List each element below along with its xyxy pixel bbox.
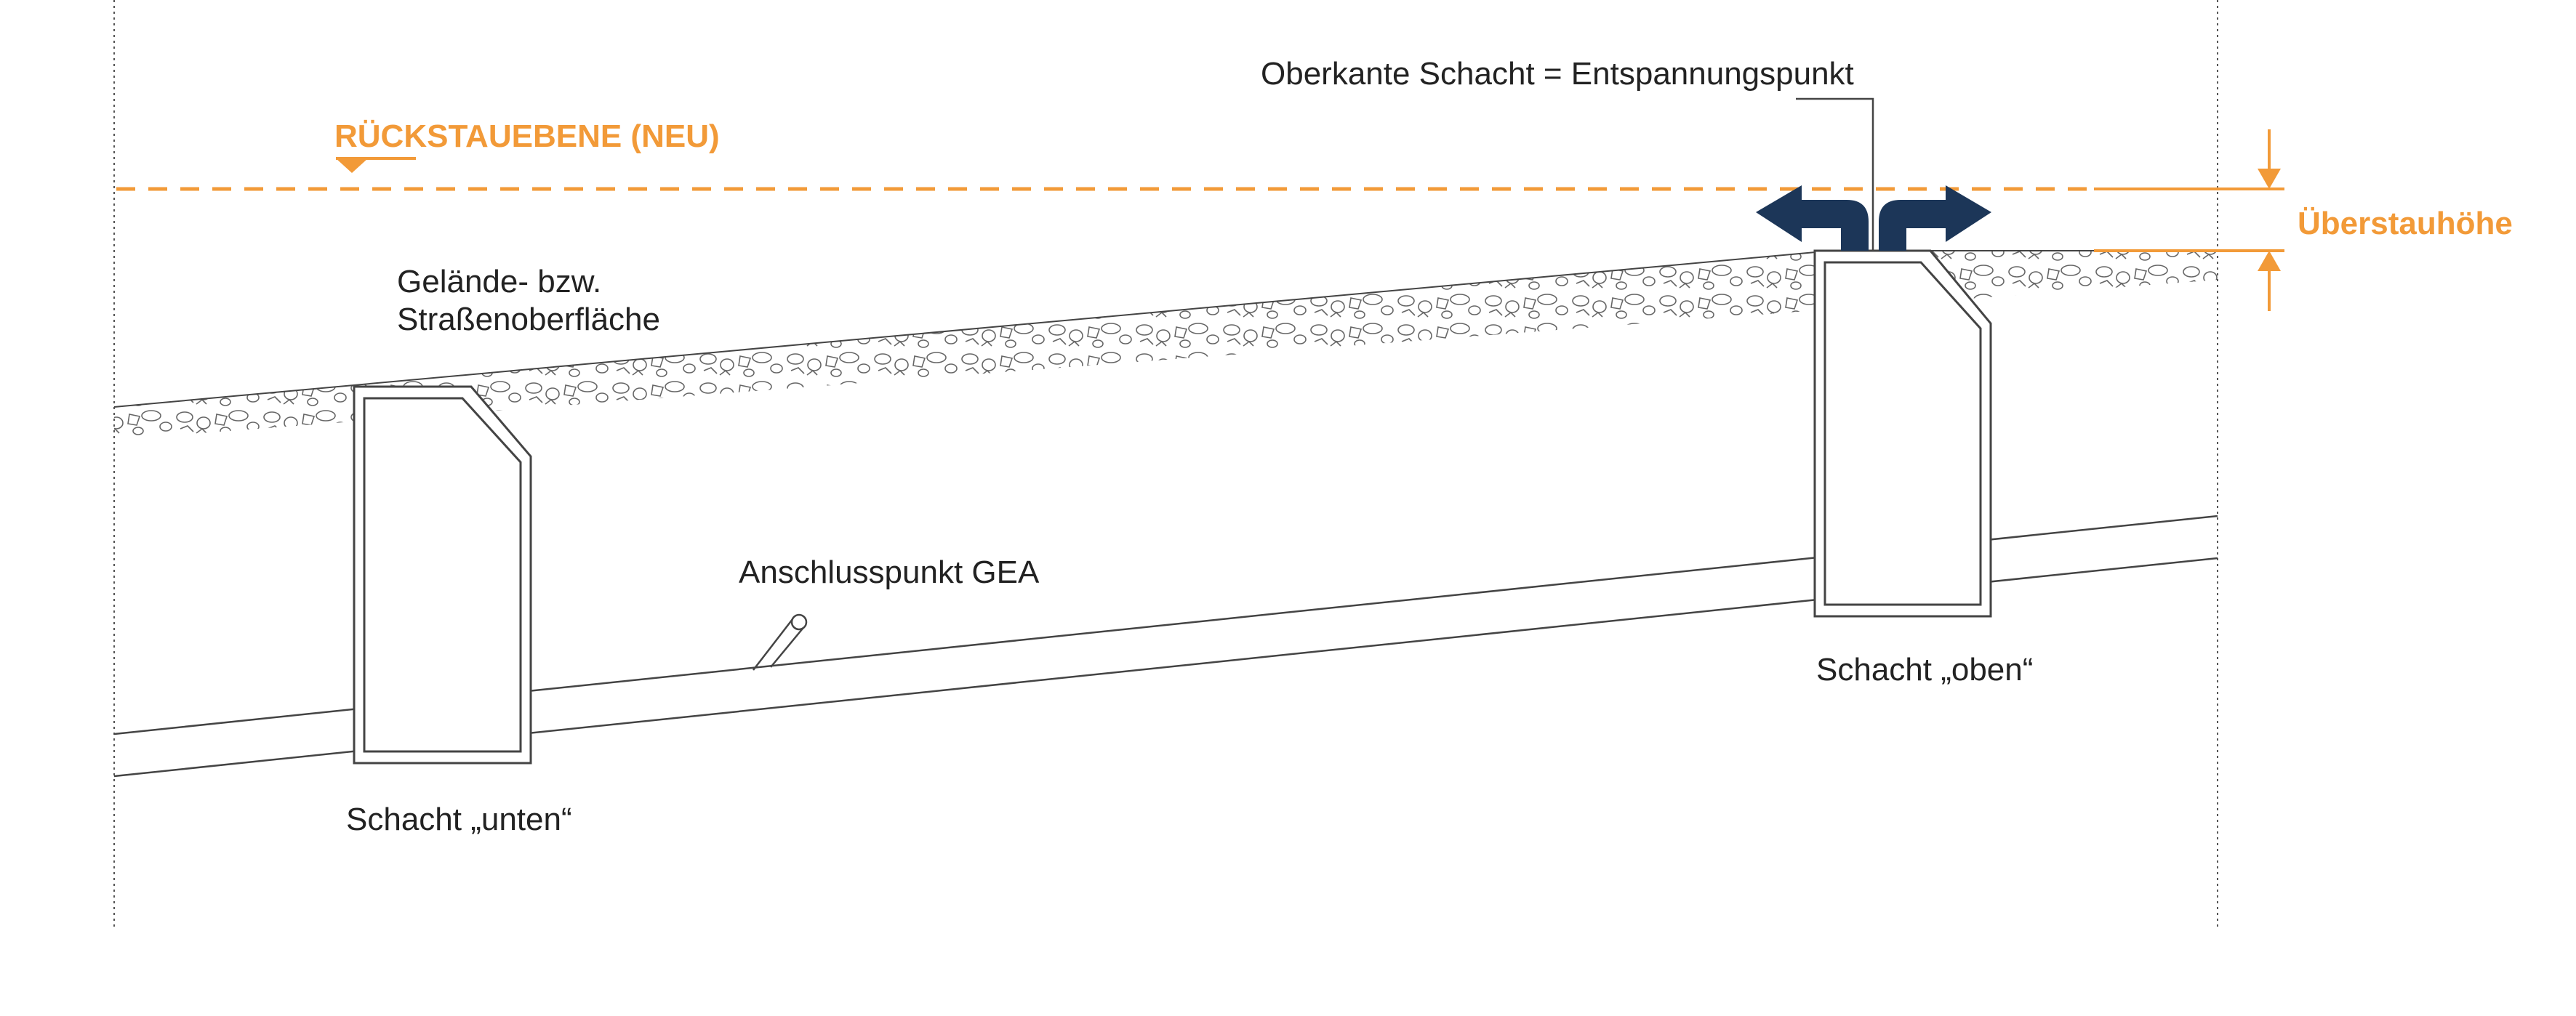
shaft-lower	[353, 385, 532, 765]
relief-point-label: Oberkante Schacht = Entspannungspunkt	[1261, 56, 1854, 92]
terrain-label-line1: Gelände- bzw.	[397, 264, 602, 299]
overflow-height-dimension	[2094, 129, 2284, 311]
shaft-lower-label: Schacht „unten“	[346, 802, 572, 837]
overflow-arrows-icon	[1756, 185, 1991, 251]
terrain-label-line2: Straßenoberfläche	[397, 302, 660, 337]
shaft-upper-label: Schacht „oben“	[1816, 652, 2034, 688]
connection-point-label: Anschlusspunkt GEA	[739, 555, 1040, 590]
overflow-height-label: Überstauhöhe	[2298, 206, 2513, 241]
connection-stub	[753, 613, 808, 671]
level-marker-icon	[336, 158, 368, 173]
backwater-level-label: RÜCKSTAUEBENE (NEU)	[334, 118, 720, 154]
relief-point-leader	[1796, 97, 1874, 251]
shaft-upper	[1813, 249, 1992, 618]
